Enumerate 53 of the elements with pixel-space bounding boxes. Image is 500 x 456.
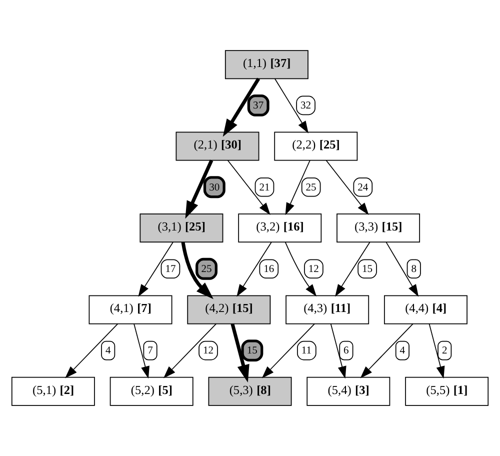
node-box: (1,1) [37] [224, 50, 308, 80]
edge-label: 11 [301, 346, 312, 357]
arrow [65, 323, 118, 378]
arrow [285, 160, 310, 216]
arrow [230, 323, 250, 382]
node-box: (4,3) [11] [286, 295, 370, 324]
edge-label: 6 [344, 346, 349, 357]
arrow [335, 242, 370, 297]
edge-label: 12 [202, 346, 214, 357]
arrow [227, 160, 270, 215]
node-box: (2,2) [25] [274, 132, 358, 161]
arrow [222, 78, 260, 137]
node-box: (5,2) [5] [110, 376, 194, 406]
node-box: (3,1) [25] [140, 214, 224, 242]
edge-label: 7 [148, 346, 153, 357]
edge-label: 2 [442, 346, 448, 357]
edge-label: 4 [105, 346, 111, 357]
arrow [284, 242, 317, 296]
edge-label: 24 [358, 182, 368, 194]
arrow [326, 160, 369, 215]
arrow [185, 160, 214, 219]
arrow [428, 323, 445, 379]
edge-label: 4 [400, 346, 406, 357]
edge-label: 15 [246, 346, 258, 357]
arrow [330, 323, 346, 379]
arrow [138, 242, 174, 297]
edge-label: 8 [411, 264, 416, 276]
node-box: (5,4) [3] [306, 376, 390, 406]
node-box: (3,3) [15] [336, 214, 420, 242]
node-box: (4,2) [15] [187, 295, 271, 324]
arrow [386, 242, 419, 297]
node-box: (4,4) [4] [384, 295, 468, 324]
arrow [236, 242, 272, 297]
edge-label: 17 [165, 264, 176, 276]
node-box: (3,2) [16] [238, 214, 322, 242]
edge-label: 16 [264, 264, 274, 276]
arrow [274, 78, 308, 134]
node-box: (5,3) [8] [208, 376, 292, 406]
edge-label: 12 [308, 264, 319, 276]
edge-label: 32 [300, 100, 312, 112]
node-box: (2,1) [30] [176, 132, 260, 161]
node-box: (5,5) [1] [405, 376, 489, 406]
node-box: (5,1) [2] [11, 376, 95, 406]
edge-label: 25 [201, 264, 212, 276]
edge-label: 21 [259, 182, 270, 194]
edge-label: 25 [306, 182, 316, 194]
edge-label: 30 [209, 182, 220, 194]
arrow [360, 323, 414, 378]
edge-label: 15 [362, 264, 373, 276]
edge-label: 37 [253, 100, 264, 112]
arrow [134, 323, 150, 379]
node-box: (4,1) [7] [88, 295, 172, 324]
arrow [181, 242, 214, 300]
